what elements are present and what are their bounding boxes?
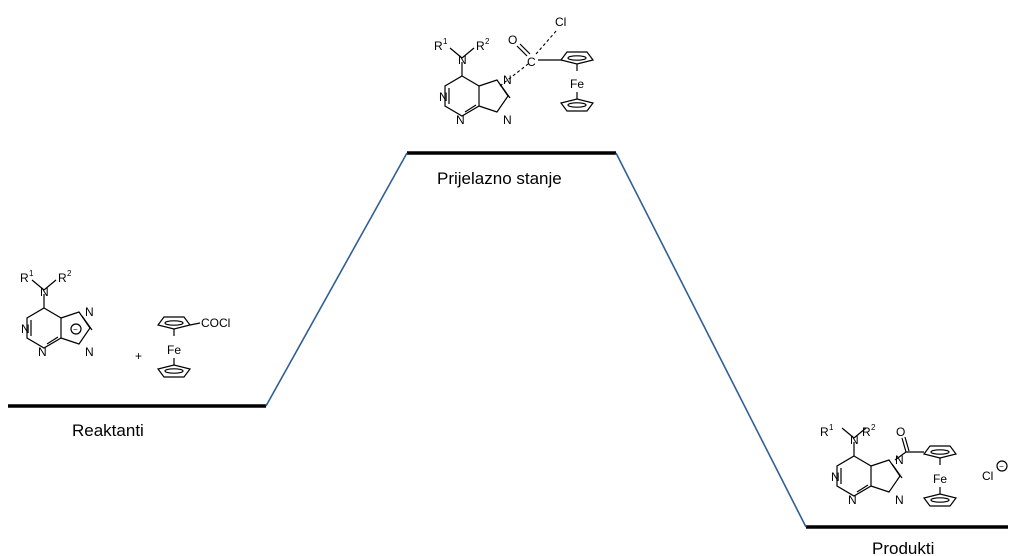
svg-text:N: N (848, 493, 857, 507)
svg-text:1: 1 (29, 269, 34, 278)
svg-text:COCl: COCl (201, 316, 230, 330)
svg-text:N: N (85, 345, 94, 359)
svg-text:2: 2 (67, 269, 72, 278)
svg-text:N: N (38, 345, 47, 359)
svg-text:N: N (458, 53, 467, 67)
svg-text:1: 1 (443, 37, 448, 46)
svg-text:R: R (434, 39, 443, 53)
chloride-ion: Cl (982, 469, 993, 483)
svg-text:N: N (40, 285, 49, 299)
transition-ferrocene: Fe (560, 51, 594, 112)
svg-text:R: R (20, 271, 29, 285)
chloride-charge: − (999, 462, 1004, 471)
products-label: Produkti (872, 539, 934, 556)
svg-text:Fe: Fe (570, 77, 584, 91)
reactant-purine-anion: R 1 N R 2 N N N N − (20, 269, 94, 359)
svg-text:N: N (503, 113, 512, 127)
svg-text:Fe: Fe (167, 343, 181, 357)
svg-text:N: N (503, 73, 512, 87)
svg-text:N: N (895, 453, 904, 467)
svg-text:N: N (850, 433, 859, 447)
svg-text:Fe: Fe (933, 472, 947, 486)
ts-oxygen: O (508, 33, 517, 47)
svg-text:N: N (456, 113, 465, 127)
svg-text:N: N (439, 90, 448, 104)
reactants-label: Reaktanti (72, 421, 144, 440)
svg-text:1: 1 (829, 423, 834, 432)
svg-text:R: R (476, 39, 485, 53)
ts-chlorine: Cl (555, 15, 566, 29)
product-ferrocene: Fe (923, 445, 957, 507)
plus-sign: + (135, 349, 142, 363)
anion-charge: − (73, 325, 78, 334)
svg-text:R: R (820, 425, 829, 439)
svg-text:N: N (85, 305, 94, 319)
ts-carbon: C (527, 55, 536, 69)
transition-label: Prijelazno stanje (437, 169, 562, 188)
svg-text:R: R (58, 271, 67, 285)
svg-text:2: 2 (485, 37, 490, 46)
svg-text:2: 2 (871, 423, 876, 432)
descending-connector (615, 152, 807, 528)
svg-text:N: N (831, 470, 840, 484)
transition-purine: R 1 N R 2 N N N N (434, 37, 512, 127)
product-acylpurine: R 1 N R 2 N N N N (820, 423, 904, 507)
svg-text:N: N (895, 493, 904, 507)
ascending-connector (265, 152, 408, 407)
product-oxygen: O (896, 425, 905, 439)
svg-text:N: N (21, 322, 30, 336)
svg-text:R: R (862, 425, 871, 439)
reactant-ferrocenoyl-chloride: COCl Fe (157, 316, 230, 378)
